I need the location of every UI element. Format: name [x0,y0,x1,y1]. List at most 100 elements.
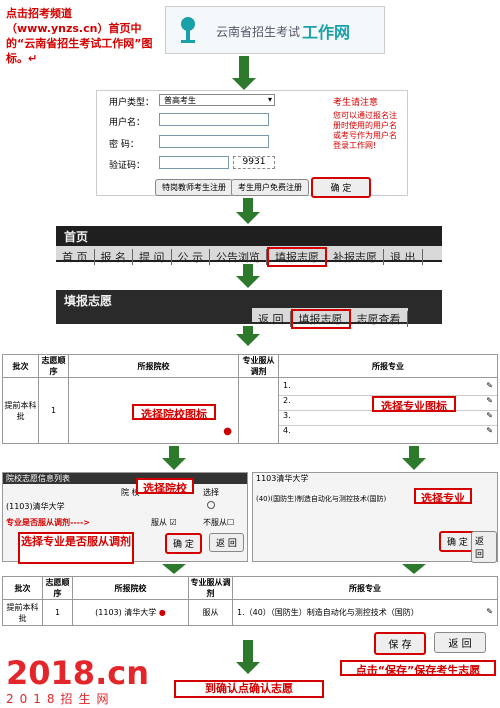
major-slot: 1.✎ [279,381,497,396]
school-col-header: 院 校 [121,488,140,497]
flow-arrow [236,326,260,346]
col-batch: 批次 [2,576,43,600]
school-radio[interactable] [207,501,215,509]
major-option-line[interactable]: (40)(国防生)制造自动化与测控技术(国防) [256,495,387,503]
major-slot: 4.✎ [283,425,493,435]
school-pick-icon[interactable]: ● [223,426,232,437]
nav-item-view-wish[interactable]: 志愿查看 [351,311,408,327]
edit-icon[interactable]: ✎ [486,607,493,616]
select-col-header: 选择 [203,488,219,497]
col-school: 所报院校 [68,354,239,378]
col-order: 志愿顺序 [42,576,73,600]
school-back-button[interactable]: 返 回 [209,533,244,552]
notice-text: 您可以通过报名注册时使用的用户名或考号作为用户名登录工作网! [333,111,397,150]
intro-note: 点击招考频道（www.ynzs.cn）首页中的“云南省招生考试工作网”图标。↵ [6,7,153,65]
captcha-label: 验证码： [109,161,146,171]
login-confirm-button[interactable]: 确 定 [311,177,371,198]
nav-item-notice[interactable]: 公 示 [172,249,210,265]
batch-cell: 提前本科批 [2,599,43,626]
nav-item-fill-wish[interactable]: 填报志愿 [267,247,327,267]
nav-item-ask[interactable]: 提 问 [133,249,172,265]
nav-item-supplement-wish[interactable]: 补报志愿 [327,249,384,265]
nav-item-fill-wish[interactable]: 填报志愿 [290,309,351,329]
nav-item-logout[interactable]: 退 出 [384,249,423,265]
adjust-label: 专业是否服从调剂----> [6,518,90,527]
callout-school-icon: 选择院校图标 [132,404,216,421]
back-button[interactable]: 返 回 [434,632,486,653]
captcha-input[interactable] [159,156,229,169]
order-cell: 1 [38,377,69,444]
adjust-cell [238,377,279,444]
major-cell: 1.（40）（国防生）制造自动化与测控技术（国防）✎ [232,599,498,626]
logo-text: 云南省招生考试 [216,25,301,39]
callout-confirm: 到确认点确认志愿 [174,680,324,698]
lamp-icon [176,15,200,45]
callout-adjust: 选择专业是否服从调剂 [18,532,134,564]
flow-arrow [402,564,426,574]
nav-item-register[interactable]: 报 名 [95,249,133,265]
free-register-button[interactable]: 考生用户免费注册 [231,179,309,196]
nav-item-back[interactable]: 返 回 [252,311,291,327]
nav-home-title: 首页 [64,230,89,244]
wish-nav: 填报志愿 返 回填报志愿志愿查看 [56,290,442,329]
flow-arrow [236,640,260,674]
username-label: 用户名： [109,118,146,128]
user-type-select[interactable]: 普高考生 ▾ [159,94,275,106]
flow-arrow [236,198,260,224]
user-type-label: 用户类型： [109,98,155,108]
batch-cell: 提前本科批 [2,377,39,444]
callout-save: 点击“保存”保存考生志愿 [340,660,496,677]
major-school-name: 1103清华大学 [256,474,309,483]
school-pick-icon[interactable]: ● [158,608,166,617]
flow-arrow [162,446,186,470]
site-logo[interactable]: 云南省招生考试 工作网 [165,6,385,54]
password-input[interactable] [159,135,269,148]
notice-title: 考生请注意 [333,98,379,108]
major-back-button[interactable]: 返 回 [471,531,497,563]
panel-title: 院校志愿信息列表 [3,473,247,484]
password-label: 密 码： [109,140,139,150]
edit-icon[interactable]: ✎ [486,410,493,420]
major-picker-panel: 1103清华大学 (40)(国防生)制造自动化与测控技术(国防) 确 定 返 回 [252,472,498,563]
adjust-cell: 服从 [188,599,233,626]
edit-icon[interactable]: ✎ [486,425,493,435]
username-input[interactable] [159,113,269,126]
captcha-image[interactable]: 9931 [233,156,275,169]
school-option[interactable]: (1103)清华大学 [6,502,65,511]
flow-arrow [402,446,426,470]
school-confirm-button[interactable]: 确 定 [165,533,202,554]
main-nav: 首页 首 页报 名提 问公 示公告浏览填报志愿补报志愿退 出 [56,226,442,267]
login-panel: 用户类型： 普高考生 ▾ 用户名： 密 码： 验证码： 9931 考生请注意 您… [96,90,408,198]
save-button[interactable]: 保 存 [374,632,426,655]
wish-nav-title: 填报志愿 [64,294,113,308]
col-order: 志愿顺序 [38,354,69,378]
major-slot: 3.✎ [279,411,497,426]
col-major: 所报专业 [232,576,498,600]
edit-icon[interactable]: ✎ [486,380,493,390]
callout-major-icon: 选择专业图标 [372,396,456,413]
school-cell: (1103) 清华大学 ● [72,599,189,626]
flow-arrow [236,264,260,288]
order-cell: 1 [42,599,73,626]
nav-item-home[interactable]: 首 页 [56,249,95,265]
flow-arrow [162,564,186,574]
wish-table: 批次 志愿顺序 所报院校 专业服从调剂 所报专业 提前本科批 1 ● 1.✎ 2… [2,354,498,444]
watermark-logo: 2018.cn 2018招生网 [6,654,149,706]
logo-text-accent: 工作网 [302,23,351,42]
col-adjust: 专业服从调剂 [238,354,279,378]
edit-icon[interactable]: ✎ [486,395,493,405]
teacher-register-button[interactable]: 特岗教师考生注册 [155,179,233,196]
nav-item-announcements[interactable]: 公告浏览 [210,249,267,265]
callout-pick-school: 选择院校 [136,478,194,495]
obey-option[interactable]: 服从 ☑ [151,518,177,527]
col-adjust: 专业服从调剂 [188,576,233,600]
col-school: 所报院校 [72,576,189,600]
chevron-down-icon: ▾ [267,95,272,104]
user-type-value: 普高考生 [164,96,196,105]
col-major: 所报专业 [278,354,498,378]
checkbox-icon: ☐ [227,518,235,527]
col-batch: 批次 [2,354,39,378]
result-table: 批次 志愿顺序 所报院校 专业服从调剂 所报专业 提前本科批 1 (1103) … [2,576,498,626]
callout-pick-major: 选择专业 [414,488,472,505]
not-obey-option[interactable]: 不服从☐ [203,518,235,527]
